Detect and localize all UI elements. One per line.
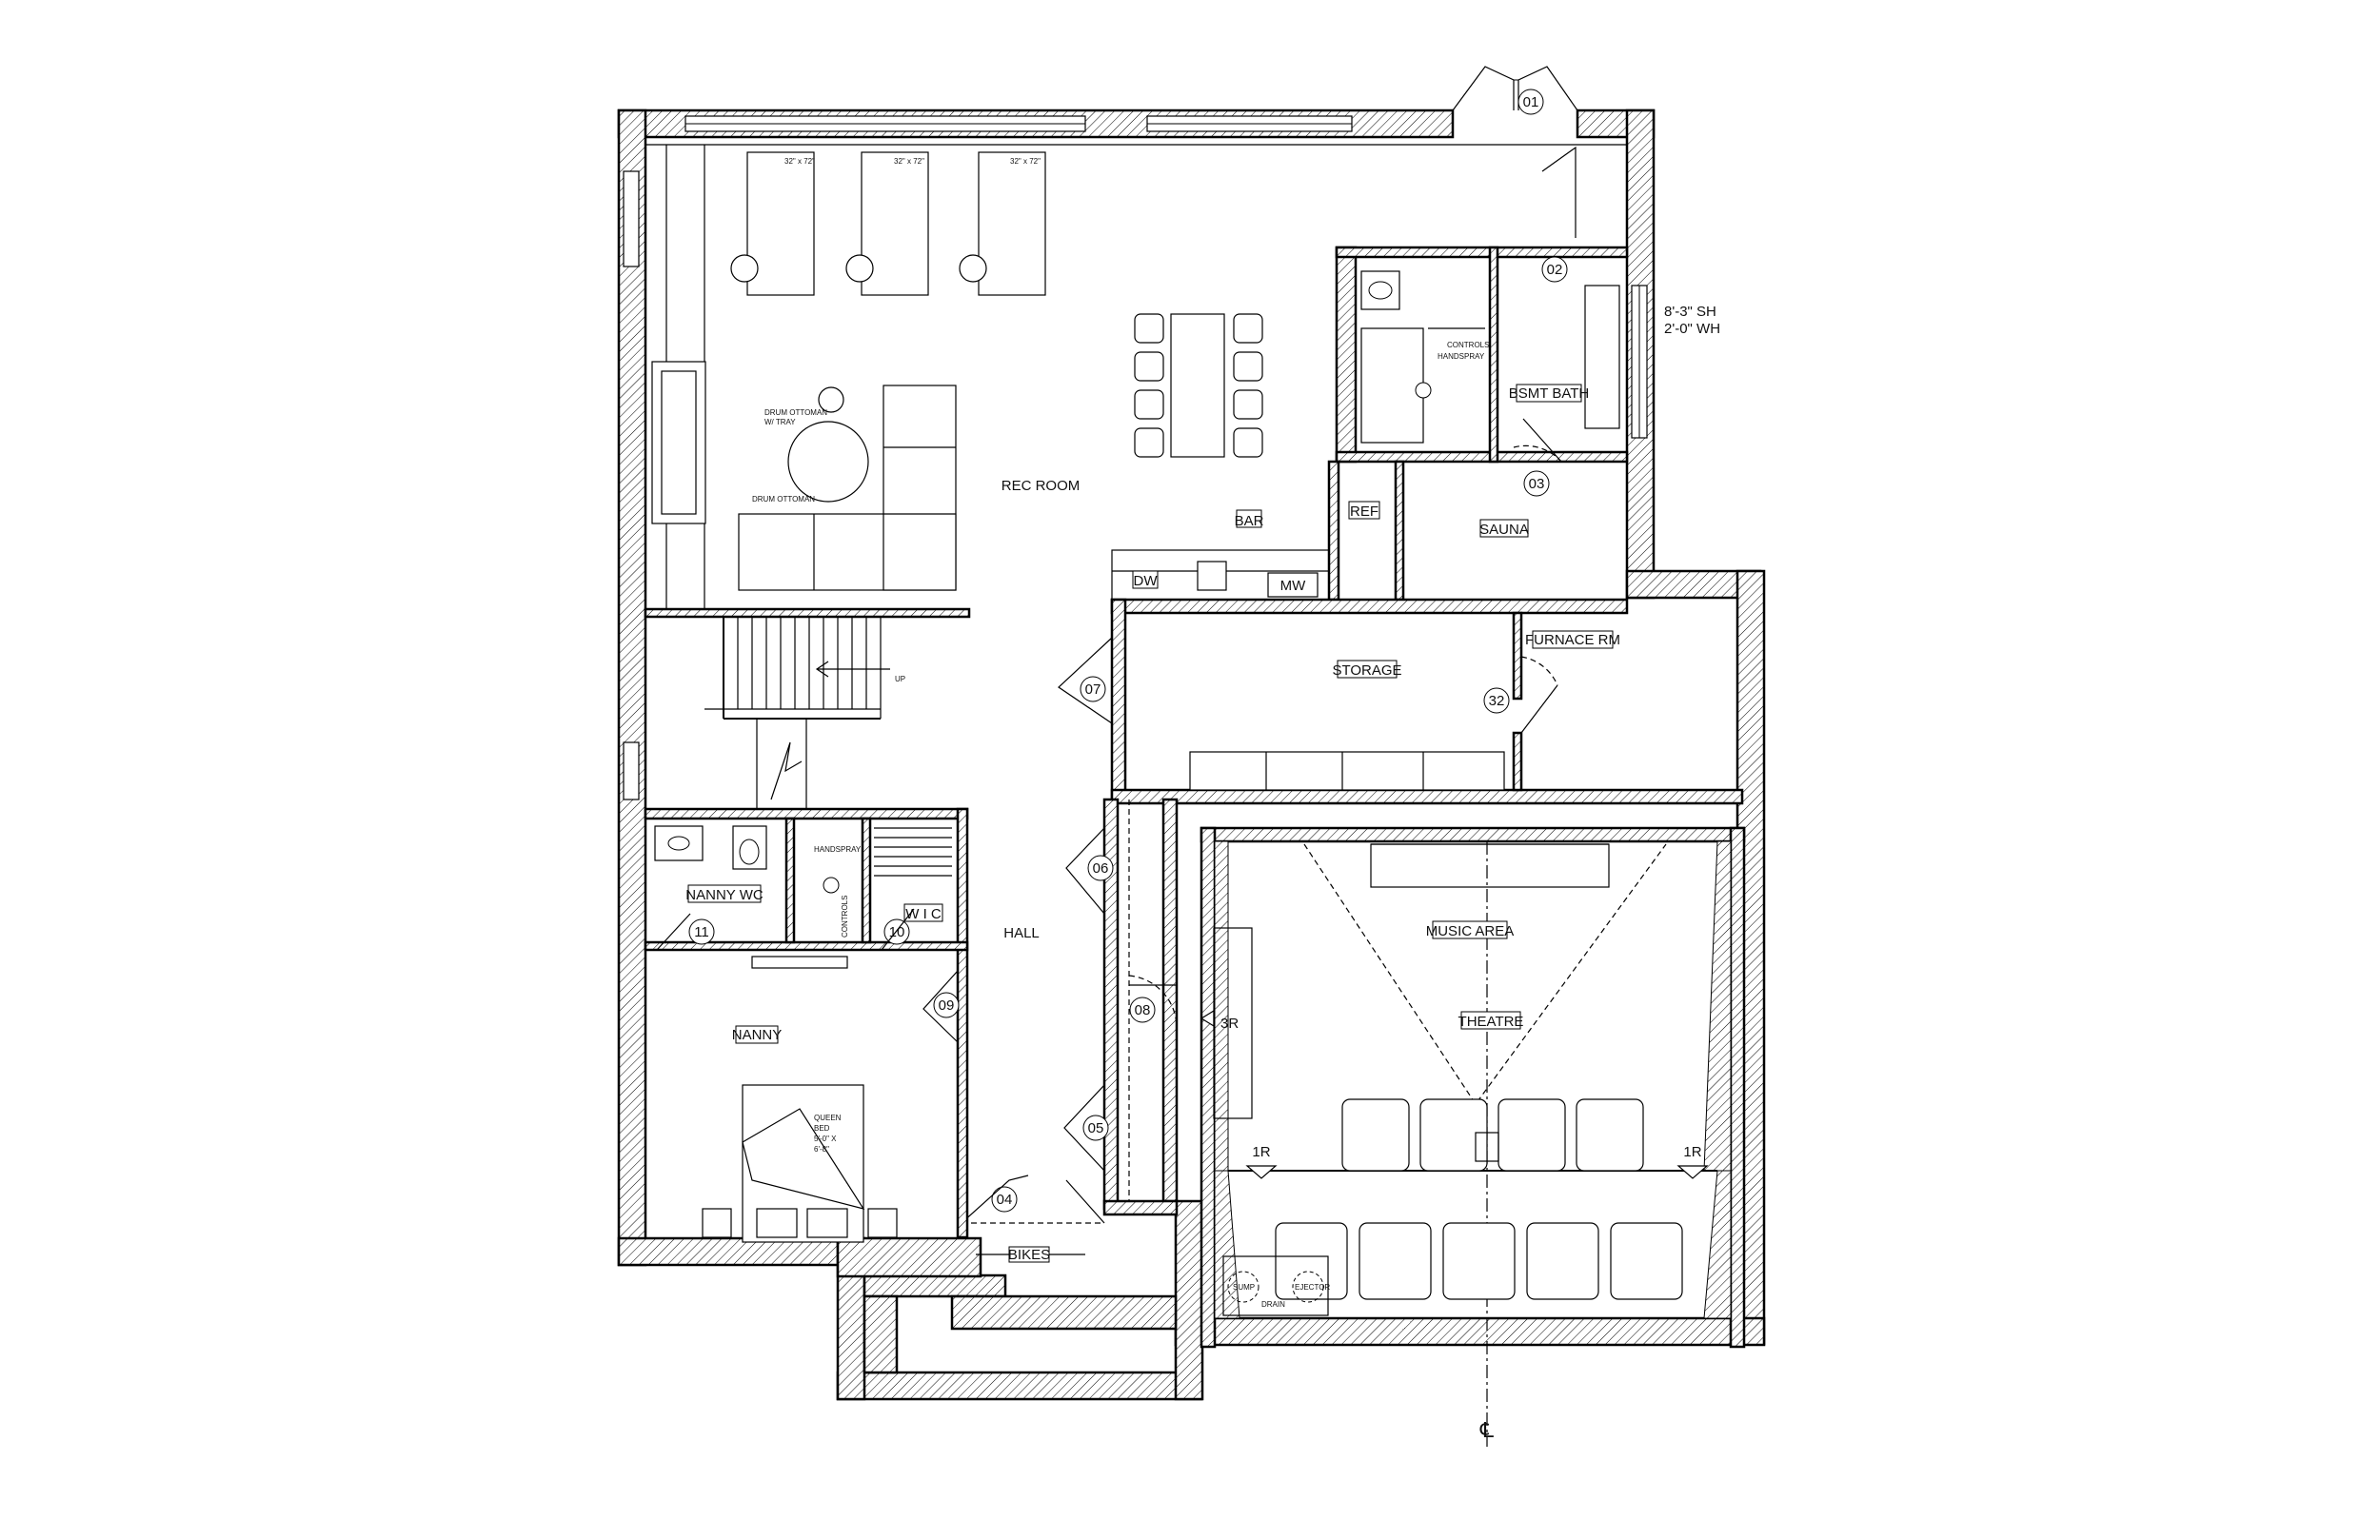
door-tag-03: 03 xyxy=(1529,476,1545,492)
riser-1r-left: 1R xyxy=(1252,1144,1270,1160)
drain-label: DRAIN xyxy=(1261,1300,1285,1309)
theatre-label: THEATRE xyxy=(1458,1014,1524,1030)
storage-furnace: STORAGE FURNACE RM 32 07 xyxy=(1058,598,1744,805)
door-tag-01: 01 xyxy=(1523,94,1539,110)
riser-1r-right: 1R xyxy=(1683,1144,1701,1160)
bar-label: BAR xyxy=(1235,513,1264,529)
door-tag-32: 32 xyxy=(1489,693,1505,709)
door-tag-06: 06 xyxy=(1093,860,1109,877)
lounger-dim-3: 32" x 72" xyxy=(1010,157,1041,166)
bikes-label: BIKES xyxy=(1008,1247,1050,1263)
left-windows xyxy=(623,170,640,800)
rec-room-label: REC ROOM xyxy=(1002,478,1081,494)
door-tag-07: 07 xyxy=(1085,681,1101,698)
door-01: 01 xyxy=(1452,66,1578,115)
ejector-label: EJECTOR xyxy=(1295,1283,1330,1292)
hall: HALL 06 08 05 04 BIKES xyxy=(961,798,1179,1263)
queen-bed-label-3: 5'-0" X xyxy=(814,1135,837,1143)
exterior-walls xyxy=(617,109,1766,1401)
handspray-nanny-label: HANDSPRAY xyxy=(814,845,862,854)
lounger-dim-2: 32" x 72" xyxy=(894,157,924,166)
nanny-wc-label: NANNY WC xyxy=(685,887,764,903)
centerline-symbol: ℄ xyxy=(1479,1418,1495,1442)
stair-up-label: UP xyxy=(895,675,905,683)
furnace-rm-label: FURNACE RM xyxy=(1525,632,1620,648)
loungers: 32" x 72" 32" x 72" 32" x 72" xyxy=(730,151,1046,296)
ref-label: REF xyxy=(1350,503,1378,520)
nanny-label: NANNY xyxy=(732,1027,783,1043)
bsmt-bath: HANDSPRAY CONTROLS BSMT BATH 02 03 xyxy=(1335,146,1629,497)
music-area-label: MUSIC AREA xyxy=(1426,923,1515,939)
bath-window xyxy=(1631,285,1648,439)
wic-label: W I C xyxy=(905,906,942,922)
riser-3r: 3R xyxy=(1220,1016,1239,1032)
vestibule xyxy=(1129,927,1253,1119)
controls-nanny-label: CONTROLS xyxy=(841,896,849,938)
top-windows xyxy=(684,115,1353,132)
rec-room: 32" x 72" 32" x 72" 32" x 72" DRUM OTTOM… xyxy=(645,144,1627,609)
dw-label: DW xyxy=(1134,573,1159,589)
storage-label: STORAGE xyxy=(1332,662,1401,679)
stairs: UP xyxy=(644,607,971,819)
hall-label: HALL xyxy=(1003,925,1040,941)
controls-bath-label: CONTROLS xyxy=(1447,341,1489,349)
dining-table xyxy=(1134,313,1263,458)
mw-label: MW xyxy=(1280,578,1306,594)
door-tag-09: 09 xyxy=(939,997,955,1014)
queen-bed-label-2: BED xyxy=(814,1124,830,1133)
ottoman-label: DRUM OTTOMAN xyxy=(752,495,815,503)
drum-ottoman-tray xyxy=(787,421,869,503)
door-tag-08: 08 xyxy=(1135,1002,1151,1018)
door-tag-04: 04 xyxy=(997,1192,1013,1208)
door-tag-02: 02 xyxy=(1547,262,1563,278)
sauna-label: SAUNA xyxy=(1479,522,1529,538)
ottoman-tray-label-2: W/ TRAY xyxy=(764,418,796,426)
sump-label: SUMP xyxy=(1233,1283,1255,1292)
bsmt-bath-label: BSMT BATH xyxy=(1509,385,1589,402)
door-tag-11: 11 xyxy=(694,924,709,940)
ref-sauna: REF SAUNA xyxy=(1327,460,1529,602)
handspray-bath-label: HANDSPRAY xyxy=(1438,352,1485,361)
sectional-sofa xyxy=(738,385,957,591)
bar: BAR DW MW xyxy=(1111,509,1330,601)
theatre: ℄ MUSIC AREA THEATRE 1R 1R 3R SUMP EJECT… xyxy=(1200,826,1746,1447)
nanny-wing: NANNY WC HANDSPRAY CONTROLS W I C 11 10 … xyxy=(644,807,969,1243)
door-tag-05: 05 xyxy=(1088,1120,1104,1136)
ottoman-tray-label-1: DRUM OTTOMAN xyxy=(764,408,827,417)
queen-bed-label-4: 6'-8" xyxy=(814,1145,829,1154)
queen-bed-label-1: QUEEN xyxy=(814,1114,842,1122)
window-sh-note: 8'-3" SH xyxy=(1664,304,1716,320)
window-wh-note: 2'-0" WH xyxy=(1664,321,1720,337)
lounger-dim-1: 32" x 72" xyxy=(784,157,815,166)
